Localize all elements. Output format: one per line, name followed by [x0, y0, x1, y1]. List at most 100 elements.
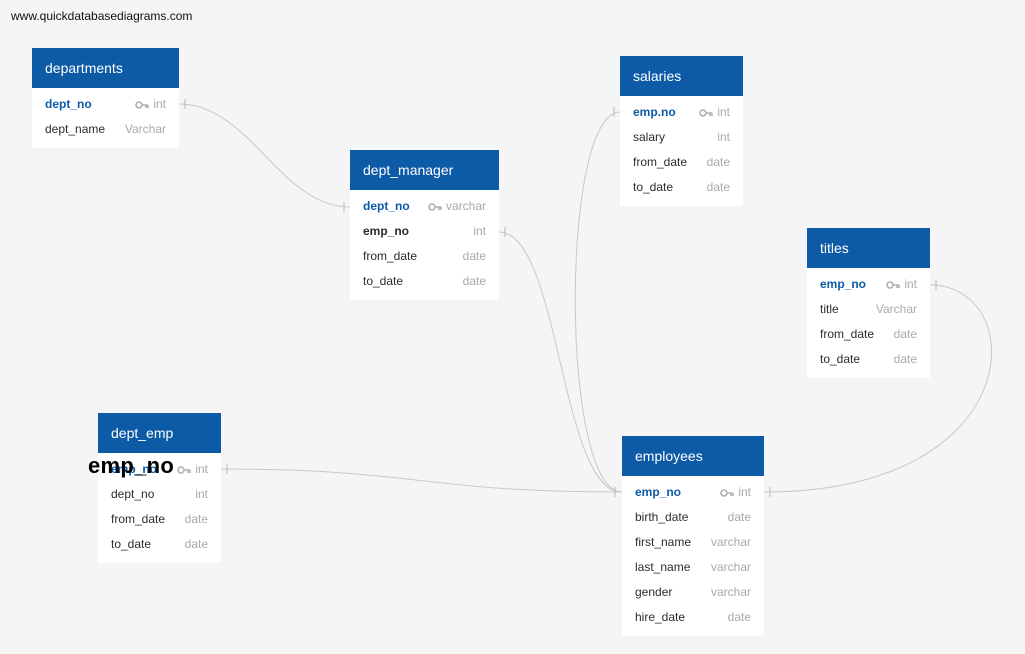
field-type: int — [886, 272, 917, 297]
key-icon — [886, 281, 901, 289]
field-name: to_date — [633, 180, 674, 194]
field-name: dept_name — [45, 122, 106, 136]
field-type-label: int — [904, 277, 917, 291]
field-name: from_date — [633, 155, 688, 169]
table-departments[interactable]: departments dept_no int dept_name Varcha… — [32, 48, 179, 148]
field-type: int — [177, 457, 208, 482]
field-row[interactable]: emp_no int — [350, 219, 499, 244]
field-type: int — [135, 92, 166, 117]
field-row[interactable]: to_date date — [620, 175, 743, 200]
field-name: emp_no — [363, 224, 410, 238]
field-name: title — [820, 302, 839, 316]
field-type: varchar — [428, 194, 486, 219]
table-titles[interactable]: titles emp_no int title Varchar from_dat… — [807, 228, 930, 378]
field-name: to_date — [363, 274, 404, 288]
field-type: date — [893, 327, 917, 341]
site-url[interactable]: www.quickdatabasediagrams.com — [11, 9, 193, 23]
link-salaries-employees — [574, 111, 623, 493]
field-name: last_name — [635, 560, 691, 574]
table-dept-manager[interactable]: dept_manager dept_no varchar emp_no int … — [350, 150, 499, 300]
field-name: first_name — [635, 535, 692, 549]
field-row[interactable]: from_date date — [620, 150, 743, 175]
field-row[interactable]: title Varchar — [807, 297, 930, 322]
key-icon — [720, 489, 735, 497]
field-row[interactable]: first_name varchar — [622, 530, 764, 555]
field-type-label: int — [717, 105, 730, 119]
overlay-emp-no-label: emp_no — [88, 453, 175, 478]
field-name: dept_no — [45, 97, 92, 111]
field-type: Varchar — [124, 122, 166, 136]
field-type: date — [462, 274, 486, 288]
link-dept-manager-employees — [498, 231, 623, 493]
field-row[interactable]: dept_no varchar — [350, 194, 499, 219]
field-name: from_date — [820, 327, 875, 341]
field-row[interactable]: emp_no int — [622, 480, 764, 505]
field-name: emp_no — [635, 485, 682, 499]
table-title[interactable]: departments — [32, 48, 179, 88]
field-type: date — [893, 352, 917, 366]
field-row[interactable]: dept_no int — [98, 482, 221, 507]
field-name: gender — [635, 585, 673, 599]
field-type: int — [473, 224, 486, 238]
field-type-label: int — [195, 462, 208, 476]
field-name: emp_no — [820, 277, 867, 291]
field-type: date — [706, 180, 730, 194]
field-name: emp.no — [633, 105, 676, 119]
key-icon — [135, 101, 150, 109]
field-row[interactable]: last_name varchar — [622, 555, 764, 580]
link-titles-employees — [763, 284, 993, 493]
field-row[interactable]: dept_name Varchar — [32, 117, 179, 142]
field-row[interactable]: dept_no int — [32, 92, 179, 117]
field-name: dept_no — [363, 199, 410, 213]
field-name: from_date — [111, 512, 166, 526]
table-title[interactable]: dept_emp — [98, 413, 221, 453]
key-icon — [177, 466, 192, 474]
field-row[interactable]: gender varchar — [622, 580, 764, 605]
field-type: int — [195, 487, 208, 501]
table-salaries[interactable]: salaries emp.no int salary int from_date… — [620, 56, 743, 206]
field-name: from_date — [363, 249, 418, 263]
field-row[interactable]: to_date date — [98, 532, 221, 557]
table-title[interactable]: salaries — [620, 56, 743, 96]
table-title[interactable]: dept_manager — [350, 150, 499, 190]
field-type: date — [727, 610, 751, 624]
table-employees[interactable]: employees emp_no int birth_date date fir… — [622, 436, 764, 636]
field-type-label: int — [738, 485, 751, 499]
field-name: dept_no — [111, 487, 155, 501]
table-title[interactable]: titles — [807, 228, 930, 268]
table-title[interactable]: employees — [622, 436, 764, 476]
field-row[interactable]: birth_date date — [622, 505, 764, 530]
field-row[interactable]: hire_date date — [622, 605, 764, 630]
field-type: date — [184, 537, 208, 551]
field-row[interactable]: emp_no int — [807, 272, 930, 297]
field-row[interactable]: to_date date — [350, 269, 499, 294]
field-name: birth_date — [635, 510, 689, 524]
field-type: int — [720, 480, 751, 505]
field-name: to_date — [111, 537, 152, 551]
field-name: emp_no — [111, 462, 158, 476]
field-type: date — [184, 512, 208, 526]
field-type: date — [462, 249, 486, 263]
field-type: int — [717, 130, 730, 144]
field-row[interactable]: salary int — [620, 125, 743, 150]
field-row[interactable]: emp_no int — [98, 457, 221, 482]
field-row[interactable]: emp.no int — [620, 100, 743, 125]
field-row[interactable]: from_date date — [807, 322, 930, 347]
field-type: varchar — [710, 560, 751, 574]
key-icon — [699, 109, 714, 117]
field-type: date — [706, 155, 730, 169]
field-row[interactable]: from_date date — [350, 244, 499, 269]
table-dept-emp[interactable]: dept_emp emp_no int dept_no int from_dat… — [98, 413, 221, 563]
field-name: to_date — [820, 352, 861, 366]
field-type: Varchar — [875, 302, 917, 316]
key-icon — [428, 203, 442, 211]
field-name: hire_date — [635, 610, 686, 624]
field-type: int — [699, 100, 730, 125]
field-row[interactable]: to_date date — [807, 347, 930, 372]
field-type: varchar — [710, 535, 751, 549]
field-type-label: varchar — [445, 199, 486, 213]
link-departments-dept-manager — [178, 103, 351, 208]
field-row[interactable]: from_date date — [98, 507, 221, 532]
